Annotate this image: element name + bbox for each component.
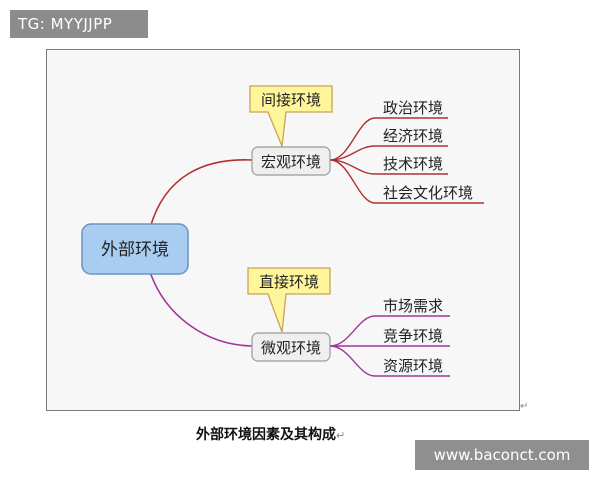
- upper-leaf-connector-1: [329, 117, 448, 161]
- lower-branch-curve: [149, 271, 253, 347]
- lower-node: [251, 332, 331, 362]
- lower-leaf-2: 竞争环境: [383, 327, 443, 345]
- upper-leaf-connector-2: [329, 145, 448, 161]
- figure-caption: 外部环境因素及其构成↵: [196, 424, 345, 444]
- lower-leaf-connector-1: [329, 315, 450, 347]
- caption-return-mark: ↵: [336, 429, 346, 442]
- lower-callout-label: 直接环境: [259, 273, 319, 291]
- root-node: [81, 223, 189, 275]
- upper-leaf-1: 政治环境: [383, 99, 443, 117]
- upper-leaf-3: 技术环境: [383, 155, 443, 173]
- frame-return-mark: ↵: [520, 401, 529, 412]
- upper-leaf-connector-3: [329, 159, 448, 175]
- upper-branch-curve: [149, 159, 253, 229]
- upper-leaf-2: 经济环境: [383, 127, 443, 145]
- lower-leaf-1: 市场需求: [383, 297, 443, 315]
- figure-caption-text: 外部环境因素及其构成: [196, 427, 336, 443]
- upper-leaf-connector-4: [329, 159, 484, 204]
- upper-callout-bubble: [249, 85, 333, 149]
- upper-callout-label: 间接环境: [261, 91, 321, 109]
- tg-label: TG: MYYJJPP: [10, 10, 148, 38]
- lower-callout-bubble: [247, 267, 331, 333]
- lower-leaf-connector-3: [329, 345, 450, 377]
- watermark-label: www.baconct.com: [415, 440, 589, 470]
- lower-leaf-3: 资源环境: [383, 357, 443, 375]
- upper-node-label: 宏观环境: [261, 153, 321, 171]
- upper-node: [251, 146, 331, 176]
- lower-node-label: 微观环境: [261, 339, 321, 357]
- upper-leaf-4: 社会文化环境: [383, 184, 473, 202]
- root-node-label: 外部环境: [101, 240, 169, 260]
